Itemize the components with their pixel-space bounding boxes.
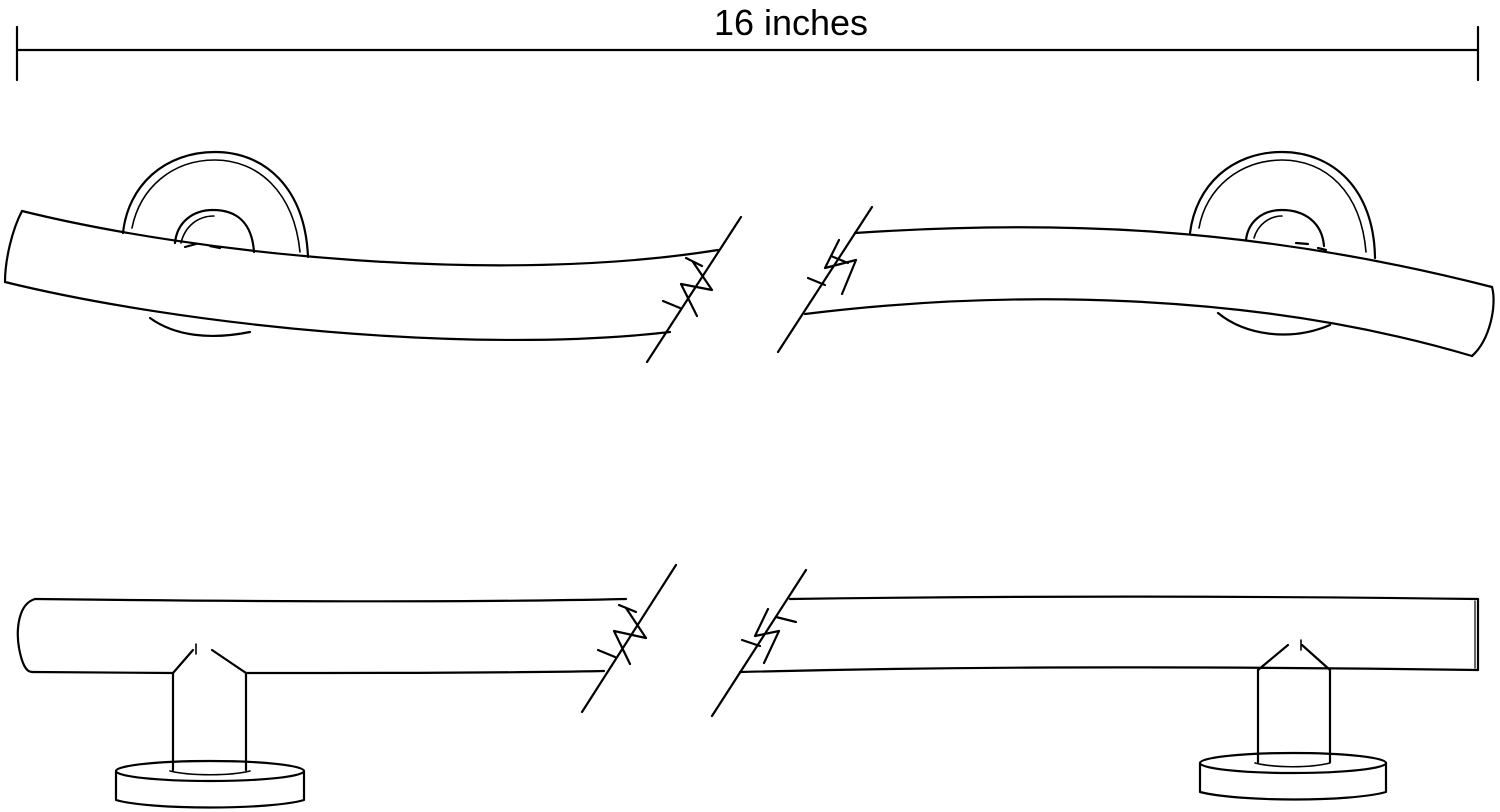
side-left-base — [116, 761, 304, 808]
top-left-break — [647, 217, 741, 362]
top-view-left — [5, 152, 741, 362]
top-left-bar — [5, 211, 718, 340]
side-view-right — [712, 570, 1478, 800]
side-view-left — [18, 565, 676, 808]
top-right-break — [778, 207, 872, 352]
side-left-break — [582, 565, 676, 712]
side-right-post — [1258, 640, 1330, 762]
side-left-post — [173, 644, 246, 770]
side-right-bar — [740, 597, 1478, 672]
dimension-line — [17, 27, 1478, 80]
side-right-break — [712, 570, 806, 716]
top-view-right — [778, 152, 1494, 356]
top-right-flange — [1190, 152, 1375, 334]
top-left-flange — [123, 152, 308, 336]
top-right-bar — [805, 227, 1494, 356]
dimension-label: 16 inches — [713, 2, 869, 43]
side-left-bar — [18, 599, 626, 673]
side-right-base — [1200, 753, 1386, 800]
